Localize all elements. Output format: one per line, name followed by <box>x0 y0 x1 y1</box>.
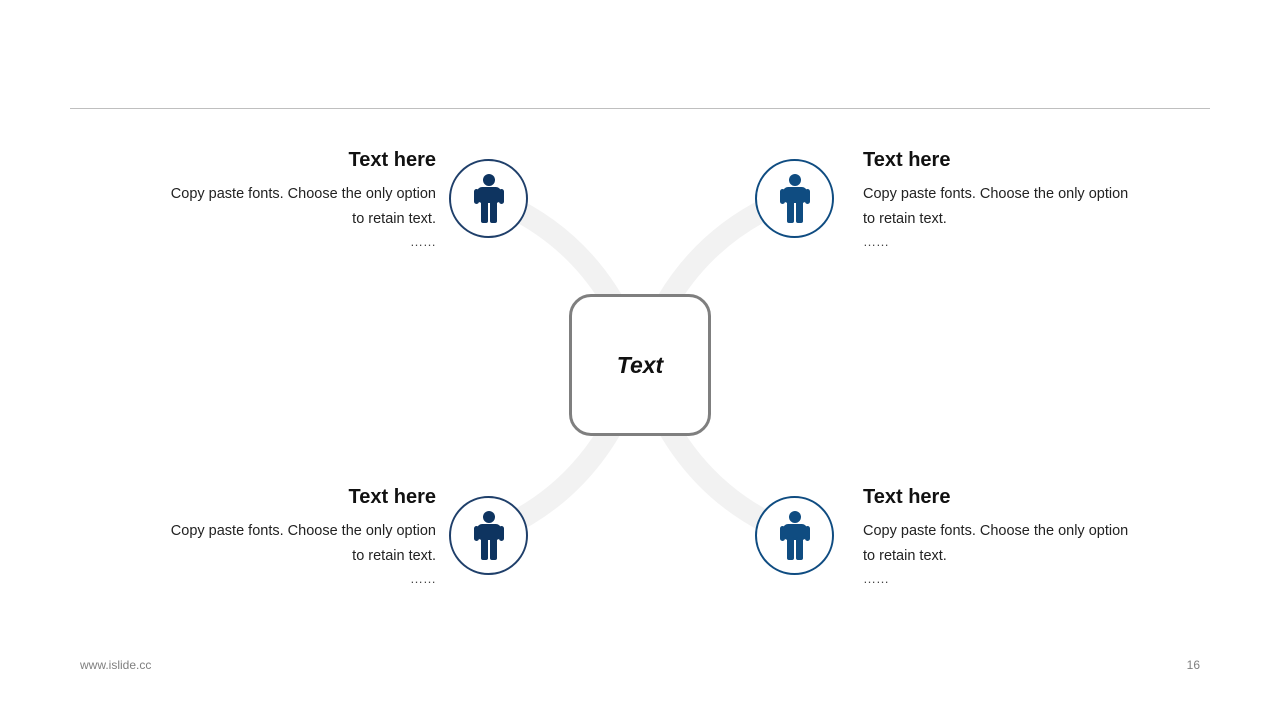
block-desc-line1: Copy paste fonts. Choose the only option <box>170 523 436 539</box>
block-desc-line1: Copy paste fonts. Choose the only option <box>863 523 1129 539</box>
block-title: Text here <box>348 149 436 171</box>
block-desc-line2: to retain text. <box>863 211 947 227</box>
node-top-right <box>755 159 834 238</box>
node-bottom-right <box>755 496 834 575</box>
top-divider <box>70 108 1210 109</box>
text-block-bottom-right: Text here Copy paste fonts. Choose the o… <box>863 485 1153 589</box>
node-bottom-left <box>449 496 528 575</box>
node-top-left <box>449 159 528 238</box>
center-box[interactable]: Text <box>569 294 711 436</box>
person-icon <box>779 510 810 560</box>
text-block-top-right: Text here Copy paste fonts. Choose the o… <box>863 148 1153 252</box>
person-icon <box>473 510 504 560</box>
block-desc-line1: Copy paste fonts. Choose the only option <box>863 186 1129 202</box>
footer-url[interactable]: www.islide.cc <box>80 658 152 672</box>
block-desc-line1: Copy paste fonts. Choose the only option <box>170 186 436 202</box>
page-number: 16 <box>1186 658 1200 672</box>
block-desc-line2: to retain text. <box>352 211 436 227</box>
block-desc-line2: to retain text. <box>352 548 436 564</box>
block-desc-line2: to retain text. <box>863 548 947 564</box>
block-ellipsis: …… <box>410 571 436 586</box>
person-icon <box>473 173 504 223</box>
block-ellipsis: …… <box>863 571 889 586</box>
block-title: Text here <box>863 149 951 171</box>
block-ellipsis: …… <box>863 234 889 249</box>
block-ellipsis: …… <box>410 234 436 249</box>
text-block-top-left: Text here Copy paste fonts. Choose the o… <box>146 148 436 252</box>
block-title: Text here <box>348 486 436 508</box>
person-icon <box>779 173 810 223</box>
block-title: Text here <box>863 486 951 508</box>
center-label: Text <box>616 351 664 378</box>
text-block-bottom-left: Text here Copy paste fonts. Choose the o… <box>146 485 436 589</box>
